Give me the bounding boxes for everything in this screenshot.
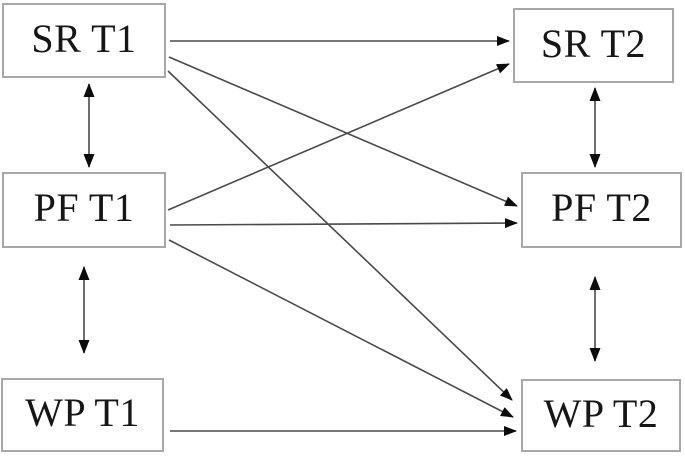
edge-sr-t1-wp-t2: [167, 70, 513, 401]
node-wp-t1: WP T1: [1, 378, 164, 452]
node-wp-t2: WP T2: [521, 379, 681, 452]
node-label-sr-t1: SR T1: [31, 15, 137, 61]
edge-sr-t1-pf-t2: [168, 56, 518, 207]
node-sr-t2: SR T2: [513, 8, 674, 83]
edge-pf-t1-sr-t2: [167, 63, 510, 211]
node-label-pf-t2: PF T2: [551, 185, 652, 230]
node-label-pf-t1: PF T1: [33, 185, 135, 230]
node-pf-t1: PF T1: [2, 172, 166, 248]
node-pf-t2: PF T2: [521, 172, 682, 248]
edge-pf-t1-wp-t2: [168, 239, 514, 418]
edge-pf-t1-pf-t2: [169, 218, 518, 229]
node-sr-t1: SR T1: [2, 3, 166, 78]
node-label-wp-t2: WP T2: [543, 390, 659, 436]
node-label-sr-t2: SR T2: [540, 20, 647, 66]
node-label-wp-t1: WP T1: [25, 390, 140, 435]
